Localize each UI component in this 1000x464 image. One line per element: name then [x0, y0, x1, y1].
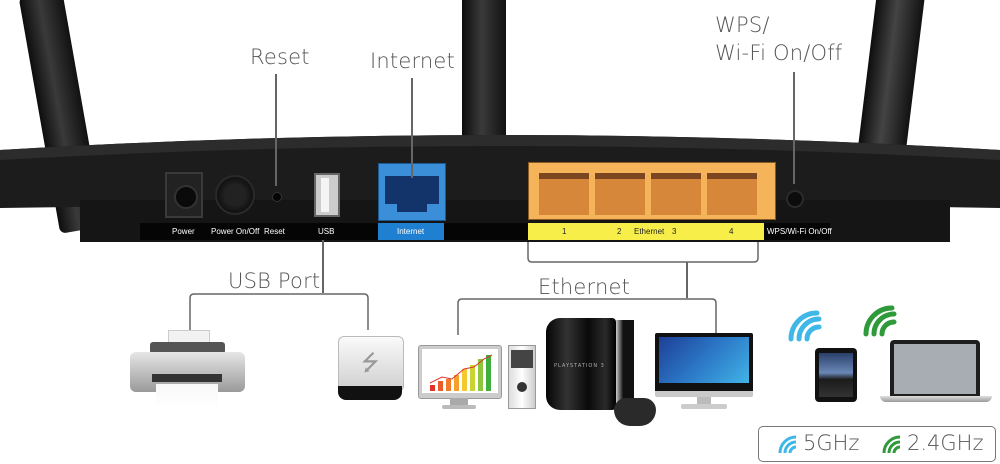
- label-power-on-off: Power On/Off: [211, 227, 260, 236]
- gamepad-icon: [614, 398, 656, 426]
- legend-24ghz-label: 2.4GHz: [907, 431, 984, 455]
- label-port-4: 4: [729, 227, 734, 236]
- wifi-24ghz-icon: [863, 305, 897, 337]
- usb-symbol-icon: ⭍: [361, 351, 380, 376]
- tablet-icon: [815, 348, 857, 402]
- legend-5ghz-icon: [778, 435, 797, 454]
- usb-bracket: [189, 293, 369, 330]
- label-usb: USB: [318, 227, 335, 236]
- lan-port-3[interactable]: [651, 173, 701, 215]
- label-wps: WPS/Wi-Fi On/Off: [767, 227, 832, 236]
- label-internet: Internet: [397, 227, 425, 236]
- label-ethernet: Ethernet: [634, 227, 665, 236]
- callout-usb-port: USB Port: [228, 269, 321, 293]
- power-jack[interactable]: [165, 172, 203, 218]
- callout-reset-line: [275, 74, 277, 186]
- ethernet-bracket: [457, 298, 717, 335]
- callout-ethernet: Ethernet: [538, 275, 631, 299]
- usb-storage-icon: ⭍: [338, 336, 404, 402]
- legend-24ghz-icon: [882, 435, 901, 454]
- desktop-computer-icon: [418, 345, 536, 420]
- label-port-2: 2: [617, 227, 622, 236]
- usb-connector-line: [322, 240, 324, 293]
- ethernet-strip-bracket: [527, 242, 759, 263]
- wps-button[interactable]: [786, 190, 804, 208]
- callout-internet: Internet: [370, 49, 455, 73]
- lan-port-block: [528, 162, 776, 220]
- internet-label-bg: [378, 223, 444, 240]
- lan-label-bg: [528, 223, 764, 240]
- label-port-3: 3: [672, 227, 677, 236]
- laptop-icon: [880, 340, 992, 406]
- callout-wps-line: [793, 72, 795, 184]
- power-on-off-button[interactable]: [215, 175, 255, 215]
- callout-reset: Reset: [250, 45, 310, 69]
- wifi-band-legend: 5GHz 2.4GHz: [758, 426, 996, 462]
- callout-wps-line2: Wi-Fi On/Off: [715, 41, 843, 65]
- label-reset: Reset: [264, 227, 285, 236]
- reset-button[interactable]: [272, 192, 282, 202]
- game-console-icon: PLAYSTATION 3: [546, 318, 656, 428]
- wifi-5ghz-icon: [788, 310, 822, 342]
- usb-port[interactable]: [314, 173, 340, 217]
- legend-5ghz-label: 5GHz: [803, 431, 860, 455]
- ethernet-connector-line: [686, 262, 688, 298]
- lan-port-4[interactable]: [707, 173, 757, 215]
- tv-monitor-icon: [655, 333, 755, 411]
- callout-wps-line1: WPS/: [715, 13, 770, 37]
- callout-internet-line: [411, 78, 413, 178]
- lan-port-1[interactable]: [539, 173, 589, 215]
- lan-port-2[interactable]: [595, 173, 645, 215]
- console-brand: PLAYSTATION 3: [554, 363, 605, 369]
- label-power: Power: [172, 227, 195, 236]
- printer-icon: [130, 330, 245, 410]
- label-port-1: 1: [562, 227, 567, 236]
